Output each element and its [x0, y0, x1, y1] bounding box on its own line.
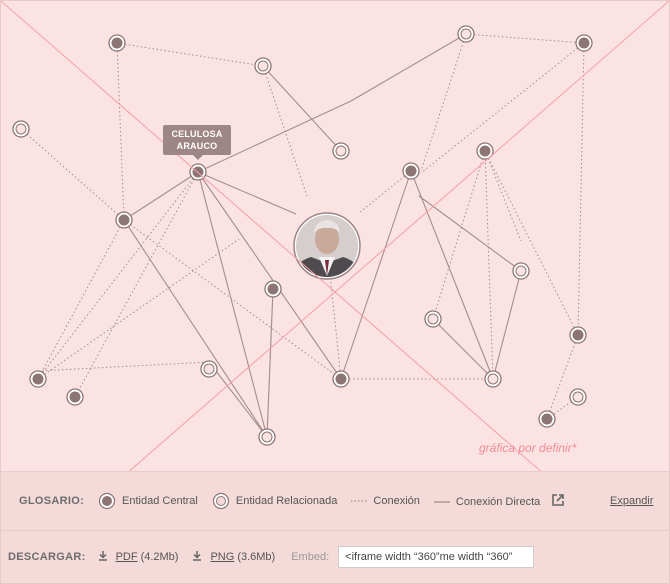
- node-tooltip: CELULOSA ARAUCO: [163, 125, 231, 160]
- node-related[interactable]: [484, 370, 502, 388]
- node-related[interactable]: [569, 388, 587, 406]
- graph-canvas[interactable]: [1, 1, 669, 471]
- glossary-bar: GLOSARIO: Entidad Central Entidad Relaci…: [1, 471, 669, 531]
- external-link-icon[interactable]: [551, 493, 565, 507]
- node-central[interactable]: [108, 34, 126, 52]
- embed-code-input[interactable]: [338, 546, 535, 568]
- central-person-avatar[interactable]: [289, 211, 365, 286]
- legend-connection-label: Conexión: [373, 495, 420, 507]
- node-central[interactable]: [66, 388, 84, 406]
- embed-label: Embed:: [291, 551, 330, 563]
- graph-svg: [12, 25, 593, 446]
- node-related[interactable]: [12, 120, 30, 138]
- download-pdf[interactable]: PDF (4.2Mb): [98, 550, 179, 564]
- node-related[interactable]: [332, 142, 350, 160]
- node-central[interactable]: [575, 34, 593, 52]
- node-related[interactable]: [254, 57, 272, 75]
- download-icon: [98, 550, 108, 564]
- node-central[interactable]: [264, 280, 282, 298]
- node-related[interactable]: [512, 262, 530, 280]
- node-related[interactable]: [424, 310, 442, 328]
- tooltip-line1: CELULOSA: [171, 129, 223, 139]
- download-label: DESCARGAR:: [8, 551, 86, 563]
- node-central[interactable]: [476, 142, 494, 160]
- node-central[interactable]: [29, 370, 47, 388]
- tooltip-line2: ARAUCO: [176, 141, 218, 151]
- node-related[interactable]: [457, 25, 475, 43]
- legend-central: Entidad Central: [98, 492, 198, 510]
- pdf-size: (4.2Mb): [140, 551, 179, 563]
- legend-connection: Conexión: [351, 495, 420, 507]
- node-related[interactable]: [258, 428, 276, 446]
- dotted-line-icon: [351, 500, 368, 502]
- png-link[interactable]: PNG: [210, 551, 235, 563]
- node-central[interactable]: [332, 370, 350, 388]
- legend-direct: Conexión Directa: [433, 496, 541, 508]
- download-icon: [192, 550, 202, 564]
- png-size: (3.6Mb): [237, 551, 276, 563]
- legend-related-label: Entidad Relacionada: [235, 495, 338, 507]
- legend-related: Entidad Relacionada: [212, 492, 338, 510]
- expand-link[interactable]: Expandir: [610, 495, 654, 507]
- download-png[interactable]: PNG (3.6Mb): [192, 550, 276, 564]
- node-central[interactable]: [569, 326, 587, 344]
- pdf-link[interactable]: PDF: [115, 551, 138, 563]
- node-central[interactable]: [538, 410, 556, 428]
- node-central[interactable]: [115, 211, 133, 229]
- node-central[interactable]: [189, 163, 207, 181]
- legend-central-label: Entidad Central: [122, 495, 198, 507]
- download-bar: DESCARGAR: PDF (4.2Mb) PNG (3.6Mb) Embed…: [1, 531, 669, 583]
- legend-direct-label: Conexión Directa: [455, 496, 541, 508]
- related-entity-icon: [212, 492, 229, 510]
- glossary-label: GLOSARIO:: [19, 495, 85, 507]
- solid-line-icon: [433, 501, 450, 503]
- central-entity-icon: [98, 492, 116, 510]
- node-related[interactable]: [200, 360, 218, 378]
- pending-note: gráfica por definir*: [479, 441, 577, 455]
- node-central[interactable]: [402, 162, 420, 180]
